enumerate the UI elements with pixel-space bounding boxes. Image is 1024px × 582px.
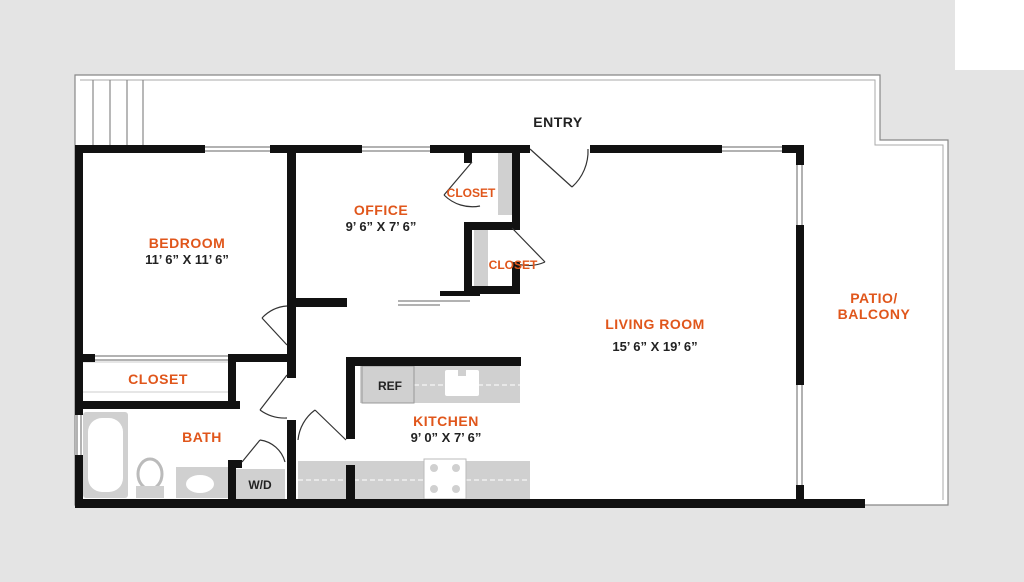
living-room-label: LIVING ROOM: [605, 316, 705, 332]
office-dimensions: 9’ 6” X 7’ 6”: [346, 219, 417, 234]
walls: [75, 145, 865, 508]
kitchen-dimensions: 9’ 0” X 7’ 6”: [411, 430, 482, 445]
burner: [452, 464, 460, 472]
bedroom-closet-label: CLOSET: [128, 371, 188, 387]
kitchen-sink: [445, 370, 479, 396]
windows: [76, 146, 803, 485]
kitchen-label: KITCHEN: [413, 413, 479, 429]
ref-label: REF: [378, 379, 402, 393]
doors: [241, 148, 589, 463]
bedroom-dimensions: 11’ 6” X 11’ 6”: [145, 252, 229, 267]
sink-faucet: [458, 366, 466, 376]
outer-outline-inner: [80, 79, 944, 500]
burner: [430, 464, 438, 472]
refrigerator: [361, 365, 415, 404]
fixtures: [81, 153, 530, 500]
living-room-dimensions: 15’ 6” X 19’ 6”: [612, 339, 697, 354]
living-closet-shelf: [474, 225, 488, 287]
bedroom-closet-shelf: [81, 361, 231, 393]
office-closet-shelf: [498, 153, 512, 215]
office-label: OFFICE: [354, 202, 408, 218]
washer-dryer: [233, 469, 285, 499]
vanity-sink: [186, 475, 214, 493]
patio-label-line1: PATIO/: [850, 290, 898, 306]
bath-label: BATH: [182, 429, 222, 445]
corner-block: [955, 0, 1024, 70]
bathtub-basin: [88, 418, 123, 492]
living-closet-label: CLOSET: [489, 258, 538, 272]
burner: [452, 485, 460, 493]
burner: [430, 485, 438, 493]
toilet-tank: [136, 486, 164, 498]
toilet-bowl: [136, 457, 164, 491]
office-closet-label: CLOSET: [447, 186, 496, 200]
wd-label: W/D: [248, 478, 272, 492]
range: [423, 458, 467, 500]
entry-label: ENTRY: [533, 114, 583, 130]
stairs: [92, 80, 144, 145]
patio-label-line2: BALCONY: [838, 306, 911, 322]
bedroom-label: BEDROOM: [149, 235, 226, 251]
